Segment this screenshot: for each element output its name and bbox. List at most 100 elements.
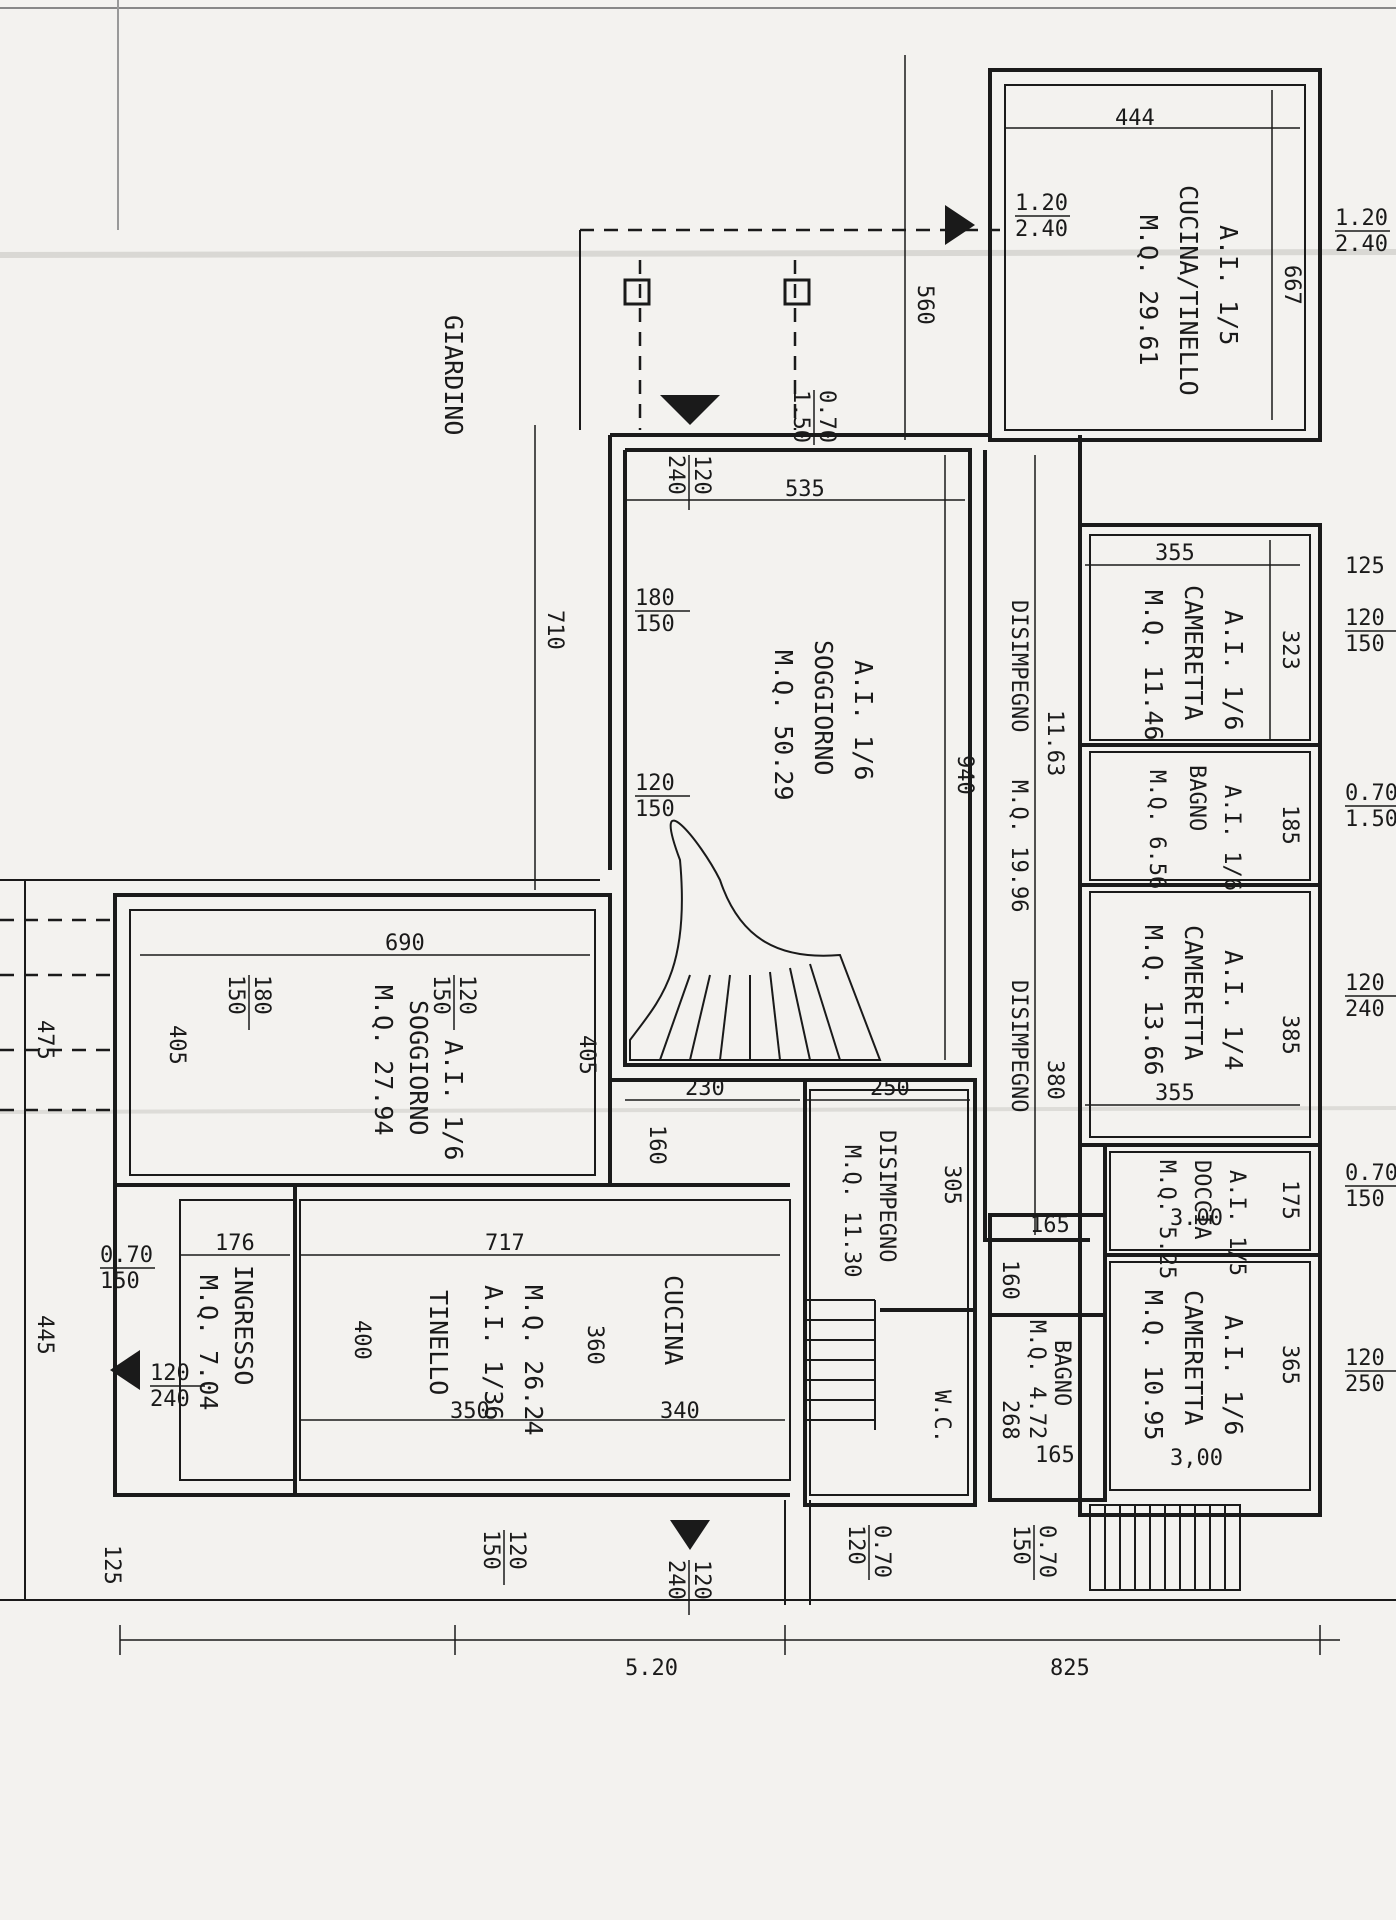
- opening-size: 0.70: [1034, 1525, 1059, 1578]
- dim-label: 444: [1115, 106, 1155, 131]
- opening-size: 2.40: [1015, 217, 1068, 242]
- dim-label: 400: [349, 1320, 374, 1360]
- room-code: A.I. 1/6: [1219, 610, 1248, 730]
- dim-label: 230: [685, 1076, 725, 1101]
- dim-label: 405: [574, 1035, 599, 1075]
- room-name: DISIMPEGNO: [1006, 980, 1031, 1112]
- dim-label: 710: [542, 610, 567, 650]
- room-name: DISIMPEGNO: [1006, 600, 1031, 732]
- opening-size: 1.50: [1345, 807, 1396, 832]
- opening-size: 1.50: [788, 390, 813, 443]
- dim-label: 445: [32, 1315, 57, 1355]
- dim-label: 160: [644, 1125, 669, 1165]
- dim-label: 340: [660, 1399, 700, 1424]
- room-name: TINELLO: [424, 1290, 453, 1395]
- room-area: M.Q. 11.46: [1139, 590, 1168, 741]
- opening-size: 120: [689, 1560, 714, 1600]
- dim-label: 560: [912, 285, 937, 325]
- arrow-left-icon: [110, 1350, 140, 1390]
- opening-size: 120: [150, 1361, 190, 1386]
- opening-size: 120: [1345, 606, 1385, 631]
- opening-size: 150: [1345, 632, 1385, 657]
- dim-label: 3.00: [1170, 1206, 1223, 1231]
- opening-size: 120: [504, 1530, 529, 1570]
- room-area: M.Q. 50.29: [769, 650, 798, 801]
- dim-label: 385: [1277, 1015, 1302, 1055]
- opening-size: 150: [1008, 1525, 1033, 1565]
- opening-size: 120: [843, 1525, 868, 1565]
- opening-size: 120: [689, 455, 714, 495]
- dim-label: 185: [1277, 805, 1302, 845]
- opening-size: 120: [635, 771, 675, 796]
- opening-size: 150: [100, 1269, 140, 1294]
- opening-size: 1.20: [1335, 206, 1388, 231]
- dim-label: 125: [1345, 554, 1385, 579]
- opening-size: 150: [478, 1530, 503, 1570]
- room-name: SOGGIORNO: [809, 640, 838, 775]
- opening-size: 0.70: [1345, 1161, 1396, 1186]
- column-icon: [783, 278, 811, 306]
- dim-label: 405: [164, 1025, 189, 1065]
- labels: GIARDINO A.I. 1/5 CUCINA/TINELLO M.Q. 29…: [194, 185, 1249, 1443]
- opening-size: 240: [663, 455, 688, 495]
- room-area: M.Q. 5.25: [1154, 1160, 1179, 1279]
- opening-label: 0.701.50: [788, 390, 839, 445]
- room-name: CAMERETTA: [1179, 1290, 1208, 1425]
- opening-size: 0.70: [100, 1243, 153, 1268]
- opening-size: 240: [150, 1387, 190, 1412]
- room-code: A.I. 1/36: [479, 1285, 508, 1420]
- dim-label: 350: [450, 1399, 490, 1424]
- paper-fold: [0, 249, 1396, 258]
- room-area: M.Q. 19.96: [1006, 780, 1031, 912]
- opening-size: 180: [635, 586, 675, 611]
- room-name: DOCCIA: [1189, 1160, 1214, 1239]
- dim-label: 535: [785, 477, 825, 502]
- opening-size: 240: [1345, 997, 1385, 1022]
- dimension-lines: [24, 55, 1340, 1655]
- room-name: W.C.: [929, 1390, 954, 1443]
- dim-label: 380: [1042, 1060, 1067, 1100]
- dim-label: 940: [952, 755, 977, 795]
- opening-label: 1.202.40: [1015, 191, 1070, 242]
- walls: [0, 68, 1396, 1605]
- dim-label: 717: [485, 1231, 525, 1256]
- stairs-disimpegno: [805, 1299, 876, 1430]
- room-code: A.I. 1/4: [1219, 950, 1248, 1070]
- opening-size: 0.70: [869, 1525, 894, 1578]
- dim-label: 365: [1277, 1345, 1302, 1385]
- dim-label: 323: [1277, 630, 1302, 670]
- dim-label: 250: [870, 1076, 910, 1101]
- room-area: M.Q. 10.95: [1139, 1290, 1168, 1441]
- arrow-down-icon: [670, 1520, 710, 1550]
- room-code: A.I. 1/6: [849, 660, 878, 780]
- room-code: A.I. 1/6: [1219, 1315, 1248, 1435]
- column-icon: [623, 278, 651, 306]
- opening-size: 150: [1345, 1187, 1385, 1212]
- room-area: M.Q. 29.61: [1134, 215, 1163, 366]
- dim-label: 360: [582, 1325, 607, 1365]
- room-code: A.I. 1/5: [1224, 1170, 1249, 1276]
- dim-label: 176: [215, 1231, 255, 1256]
- opening-label: 1.202.40: [1335, 206, 1390, 257]
- arrow-down-icon: [660, 395, 720, 425]
- room-name: DISIMPEGNO: [874, 1130, 899, 1262]
- room-area: M.Q. 4.72: [1024, 1320, 1049, 1439]
- dim-label: 175: [1277, 1180, 1302, 1220]
- dim-label: 475: [32, 1020, 57, 1060]
- opening-size: 250: [1345, 1372, 1385, 1397]
- opening-size: 0.70: [814, 390, 839, 443]
- paper-fold: [0, 1106, 1396, 1114]
- dim-label: 3,00: [1170, 1446, 1223, 1471]
- room-area: M.Q. 6.56: [1144, 770, 1169, 889]
- room-name: INGRESSO: [229, 1265, 258, 1385]
